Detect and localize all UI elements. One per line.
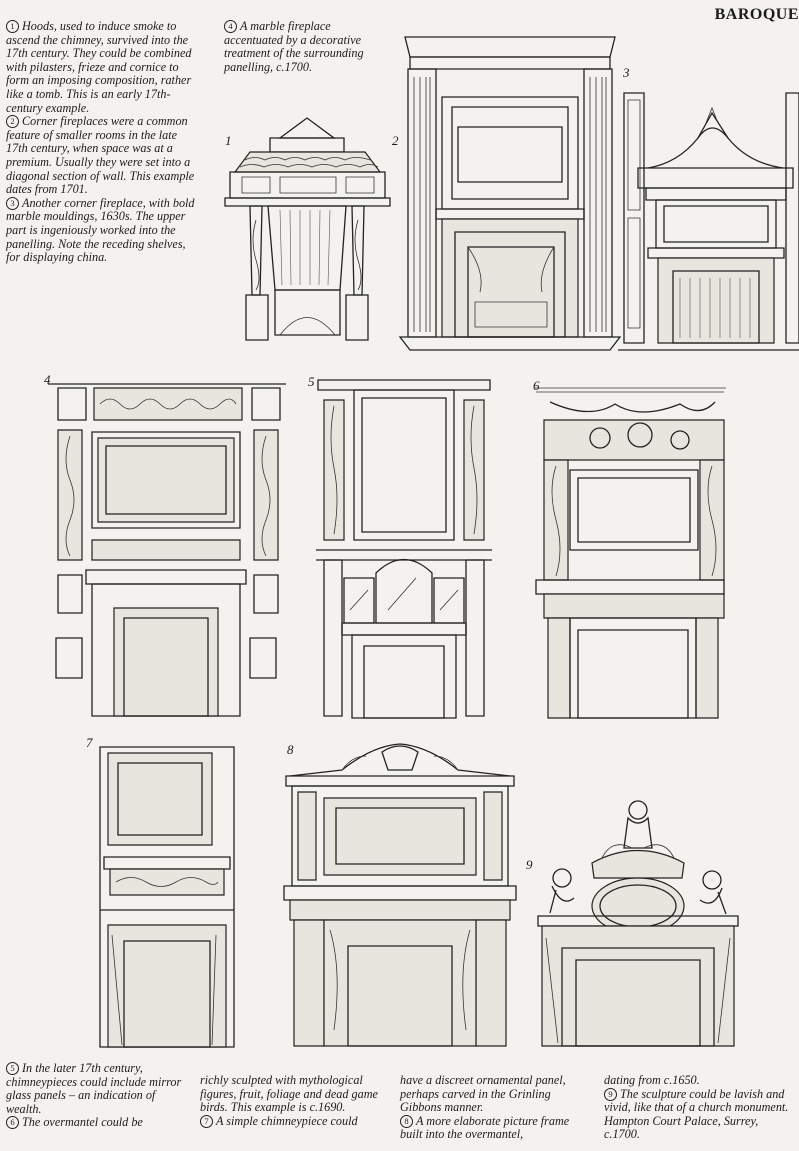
caption-number: 2 (6, 115, 19, 129)
illustration-mirror-glass-chimneypiece (316, 378, 492, 718)
bottom-caption-column-3: have a discreet ornamental panel, perhap… (400, 1073, 570, 1142)
illustration-picture-frame-overmantel (282, 740, 518, 1048)
caption-number: 4 (224, 20, 237, 33)
illustration-corner-fireplace-1630s (618, 88, 799, 363)
section-header: BAROQUE (714, 6, 799, 23)
figure-label: 1 (225, 133, 232, 148)
illustration-sculpted-overmantel (530, 380, 730, 720)
illustration-hampton-court-chimneypiece (532, 798, 744, 1048)
figure-label: 9 (526, 857, 533, 872)
figure-label: 4 (44, 372, 51, 387)
figure-label: 5 (308, 374, 315, 389)
illustration-marble-fireplace-panelling (48, 380, 286, 718)
figure-label: 7 (86, 735, 93, 750)
caption-number: 5 (6, 1062, 19, 1075)
caption-number: 8 (400, 1114, 413, 1128)
illustration-corner-fireplace-1701 (400, 32, 620, 354)
illustration-hooded-fireplace (220, 110, 395, 355)
caption-number: 3 (6, 196, 19, 210)
caption-number: 6 (6, 1116, 19, 1130)
caption-number: 9 (604, 1087, 617, 1101)
caption-number: 1 (6, 20, 19, 33)
figure-label: 2 (392, 133, 399, 148)
bottom-caption-column-2: richly sculpted with mythological figure… (200, 1073, 378, 1128)
figure-label: 3 (623, 65, 630, 80)
figure-label: 8 (287, 742, 294, 757)
illustration-simple-chimneypiece (96, 745, 238, 1050)
figure-label: 6 (533, 378, 540, 393)
caption-number: 7 (200, 1114, 213, 1128)
